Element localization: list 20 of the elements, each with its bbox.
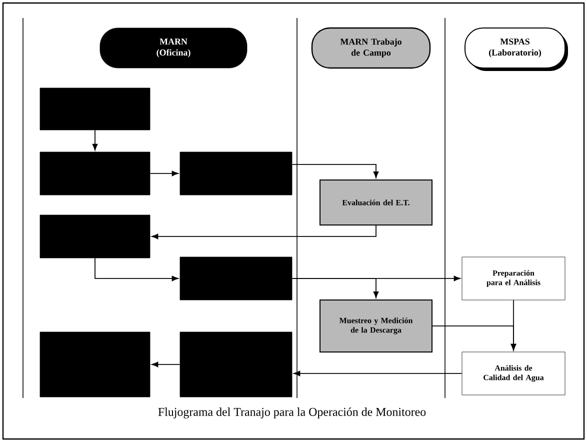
process-box <box>40 332 150 398</box>
arrow <box>150 170 178 176</box>
arrow <box>510 300 516 350</box>
arrow <box>92 130 98 150</box>
caption: Flujograma del Tranajo para la Operación de Monitoreo <box>158 408 426 418</box>
arrow <box>292 164 379 178</box>
process-box <box>40 152 150 196</box>
arrow <box>152 362 180 368</box>
arrow <box>94 258 178 282</box>
process-box <box>180 152 292 196</box>
lane-header: MARN Trabajo de Campo <box>311 27 431 69</box>
lane-header: MSPAS (Laboratorio) <box>464 28 566 68</box>
arrow <box>294 370 462 376</box>
arrow <box>292 278 379 298</box>
process-box <box>40 214 150 258</box>
process-box <box>180 256 292 300</box>
process-box <box>40 88 150 130</box>
arrow <box>152 225 376 240</box>
lane-header: MARN (Oficina) <box>100 28 248 68</box>
process-box <box>180 332 292 398</box>
